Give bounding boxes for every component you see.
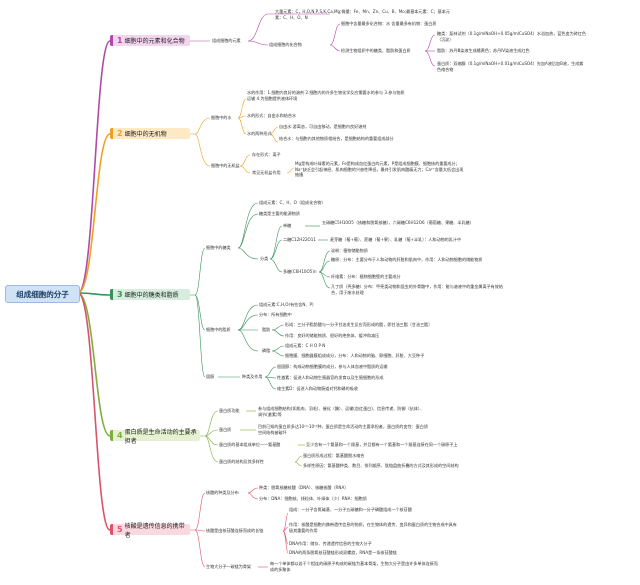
note-water-roles: 水的作用：1.细胞内良好的溶剂 2.细胞内的许多生物化学反应需要水的参与 3.参… [247, 90, 405, 101]
note-fat-test: 脂肪：苏丹Ⅲ染液生成橘黄色；苏丹Ⅳ染液生成红色 [437, 48, 530, 53]
topic-water[interactable]: 细胞中的水 [211, 115, 232, 120]
topic-cell-compounds[interactable]: 组成细胞的化合物 [269, 42, 302, 47]
note-protein-diversity: 多样性原因：氨基酸种类、数目、排列顺序、肽链盘曲折叠的方式及其形成的空间结构 [303, 463, 459, 468]
topic-inorganic-salt[interactable]: 细胞中的无机盐 [211, 163, 240, 168]
note-sugar-energy: 糖类是主要的能源物质 [259, 211, 300, 216]
note-nucleic-types: 种类：脱氧核糖核酸（DNA）、核糖核酸（RNA） [259, 485, 349, 490]
note-protein-formation: 蛋白质形成过程：氨基酸脱水缩合 [303, 453, 365, 458]
topic-cell-elements[interactable]: 组成细胞的元素 [212, 38, 241, 43]
note-element-types: 大量元素：C，H,O,N,P,S,K,Ca,Mg;微量：Fe、Mn、Zn、Cu、… [275, 9, 450, 20]
topic-water-two-forms[interactable]: 水的两种形式 [247, 131, 272, 136]
topic-amino-acid[interactable]: 蛋白质的基本组成单位——氨基酸 [219, 442, 281, 447]
note-starch: 淀粉：植物储能物质 [331, 248, 368, 253]
topic-detection[interactable]: 检测生物组织中的糖类、脂肪和蛋白质 [341, 48, 411, 53]
note-sugar-elements: 组成元素：C、H、O（组成化合物） [259, 200, 326, 205]
topic-sugars[interactable]: 细胞中的糖类 [206, 245, 231, 250]
note-nucleic-distribution: 分布：DNA：细胞核、线粒体、叶绿体（少）RNA：细胞质 [259, 496, 367, 501]
category-label: 细胞中的无机物 [124, 131, 167, 138]
note-chitin: 几丁质（壳多糖）分布：甲壳类动物和昆虫的外骨骼中，作用：能与溶液中的重金属离子有… [331, 284, 503, 295]
root-topic[interactable]: 组成细胞的分子 [5, 285, 80, 303]
note-water-forms: 水的形式：自由水和结合水 [247, 113, 297, 118]
note-salt-form: 存在形式：离子 [252, 152, 281, 157]
category-inorganic[interactable]: 2 细胞中的无机物 [110, 128, 190, 139]
topic-protein[interactable]: 蛋白质 [219, 427, 232, 432]
note-monosaccharide: 五碳糖C5H10O5（核糖和脱氧核糖）、六碳糖C6H12O6（葡萄糖、果糖、半乳… [322, 220, 474, 225]
category-number: 1 [117, 36, 123, 45]
category-label: 核酸是遗传信息的携带者 [124, 522, 185, 539]
note-sugar-test: 糖类：斐林试剂（0.1g/mlNaOH+0.05g/mlCuSO4）水浴加热，蓝… [437, 31, 586, 42]
note-disaccharide: 麦芽糖（葡+葡）、蔗糖（葡+果）、乳糖（葡+半乳）：人和动物的乳汁中 [330, 237, 462, 242]
topic-polysaccharide[interactable]: 多糖(C6H10O5)n [283, 269, 317, 274]
note-free-water: 自由水:游离态，可自由移动，是细胞内良好溶剂 [279, 124, 367, 129]
topic-fat[interactable]: 脂肪 [262, 327, 271, 332]
topic-carbon-skeleton[interactable]: 生物大分子一碳链为骨架 [206, 564, 252, 569]
note-nucleic-role: 作用：核酸是细胞内携带遗传信息的物质，在生物体的遗传、变异和蛋白质的生物合成中具… [289, 522, 457, 533]
category-label: 细胞中的糖类和脂质 [124, 292, 179, 299]
category-label: 细胞中的元素和化合物 [124, 38, 185, 45]
category-nucleic-acid[interactable]: 5 核酸是遗传信息的携带者 [110, 523, 190, 539]
category-element-compounds[interactable]: 1 细胞中的元素和化合物 [110, 35, 190, 46]
note-fat-function: 作用：良好的储能物质、很好的绝热体、缓冲和减压 [285, 333, 380, 338]
note-phospholipid-location: 细胞膜、细胞器膜组成成分，分布：人和动物的脑、卵细胞、肝脏、大豆种子 [285, 353, 425, 358]
note-protein-function: 参与组成细胞结构(如肌肉、羽毛)、催化（酶）、运输(血红蛋白)、信息传递、防御（… [258, 406, 425, 417]
category-protein[interactable]: 4 蛋白质是生命活动的主要承担者 [110, 429, 200, 445]
topic-protein-structure[interactable]: 蛋白质的结构及其多样性 [219, 459, 265, 464]
note-cholesterol: 胆固醇：构成动物细胞膜的成分，参与人体血液中脂质的运输 [277, 364, 388, 369]
note-protein-test: 蛋白质：双缩脲（0.1g/mlNaOH+0.01g/mlCuSO4）先加A液后加… [437, 61, 584, 72]
topic-protein-function[interactable]: 蛋白质功能 [219, 408, 240, 413]
note-bound-water: 结合水：与细胞内其他物质相结合，是细胞结构的重要组成部分 [279, 136, 394, 141]
topic-lipids[interactable]: 细胞中的脂质 [206, 327, 231, 332]
note-most-abundant: 细胞中含量最多化合物：水 含量最多有机物：蛋白质 [341, 21, 437, 26]
note-carbon-skeleton: 每一个单体都以若干个相连的碳原子构成的碳链为基本骨架，生物大分子是由许多单体连接… [270, 561, 438, 572]
note-amino-acid: 至少含有一个氨基和一个羧基，并且都有一个氨基和一个羧基连接在同一个碳原子上 [306, 442, 458, 447]
note-vitamin-d: 维生素D：促进人和动物肠道对钙和磷的吸收 [277, 386, 358, 391]
topic-salt-functions[interactable]: 常见无机盐作用 [252, 170, 281, 175]
topic-nucleic-types[interactable]: 核酸的种类及分布 [206, 490, 239, 495]
category-sugars-lipids[interactable]: 3 细胞中的糖类和脂质 [110, 289, 190, 300]
category-number: 5 [117, 525, 123, 534]
note-fat-formation: 形成：三分子脂肪酸与一分子甘油发生反应而形成的酯，即甘油三酯（甘油三酯） [285, 322, 433, 327]
note-lipid-elements: 组成元素:C,H,O(有些含N、P) [259, 302, 314, 307]
note-lipid-distribution: 分布：所有细胞中 [259, 312, 292, 317]
topic-monosaccharide[interactable]: 单糖 [283, 223, 292, 228]
category-number: 4 [117, 431, 123, 440]
topic-sterol[interactable]: 固醇 [206, 374, 215, 379]
topic-nucleotide-chain[interactable]: 核酸是由核苷酸连接而成的长链 [206, 528, 264, 533]
note-nucleotide: 组成：一分子含氮碱基、一分子五碳糖和一分子磷酸组成一个核苷酸 [289, 507, 412, 512]
topic-disaccharide[interactable]: 二糖C12H22O11 [283, 237, 316, 242]
topic-phospholipid[interactable]: 磷脂 [262, 348, 271, 353]
note-cellulose: 纤维素：分布：植物细胞壁的主要成分 [331, 274, 401, 279]
category-label: 蛋白质是生命活动的主要承担者 [124, 428, 197, 445]
topic-sterol-types[interactable]: 种类及作用 [242, 374, 263, 379]
note-salt-examples: Mg是构成叶绿素的元素，Fe是构成血红蛋白的元素，P是组成细胞膜、细胞核的重要成… [295, 161, 464, 178]
note-phospholipid-elements: 组成元素：C H O P N [285, 343, 326, 348]
topic-sugar-classes[interactable]: 分类 [260, 256, 269, 261]
note-protein: 目前已知的蛋白质多达10¹⁰-10¹²种，蛋白质是生命活动的主要承担者，蛋白质的… [258, 424, 428, 435]
note-glycogen: 糖原：分布：主要分布于人和动物的肝脏和肌肉中，作用：人和动物细胞的储能物质 [331, 257, 483, 262]
category-number: 2 [117, 129, 123, 138]
note-dna-role: DNA作用：储存、传递遗传信息的生物大分子 [289, 541, 372, 546]
note-dna-structure: DNA的两条脱氧核苷酸链形成双螺旋，RNA是一条核苷酸链 [289, 550, 397, 555]
note-sex-hormone: 性激素：促进人和动物生殖器官的发育以及生殖细胞的形成 [277, 375, 384, 380]
category-number: 3 [117, 290, 123, 299]
